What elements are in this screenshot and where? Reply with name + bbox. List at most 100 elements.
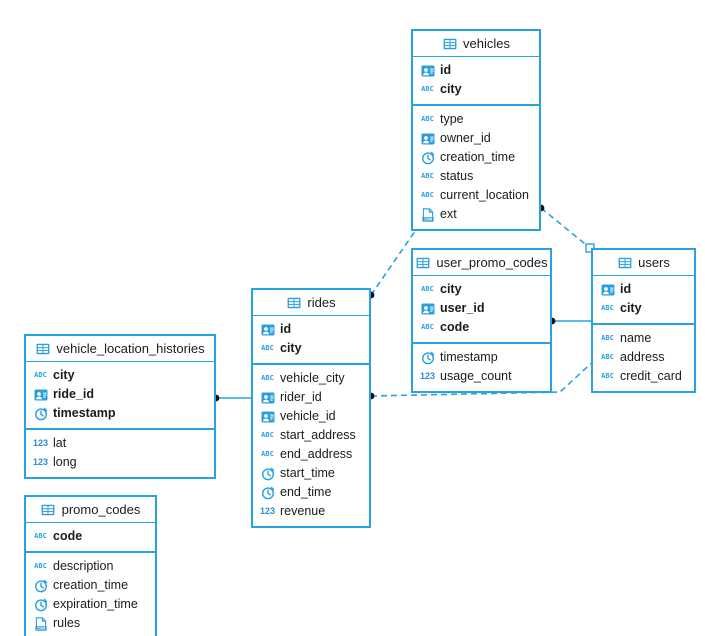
field-label: type <box>440 112 464 127</box>
entity-header[interactable]: vehicle_location_histories <box>26 336 214 362</box>
field-label: start_address <box>280 428 356 443</box>
entity-header[interactable]: vehicles <box>413 31 539 57</box>
field-label: city <box>280 341 302 356</box>
clock-icon <box>420 351 435 365</box>
field-label: id <box>280 322 292 337</box>
field-label: timestamp <box>53 406 116 421</box>
field-row[interactable]: id <box>253 320 369 339</box>
table-icon <box>41 503 56 517</box>
clock-icon <box>33 579 48 593</box>
field-label: address <box>620 350 665 365</box>
field-label: id <box>440 63 452 78</box>
field-row[interactable]: start_time <box>253 464 369 483</box>
field-row[interactable]: user_id <box>413 299 550 318</box>
abc-text-icon: ABC <box>34 371 47 379</box>
field-row[interactable]: rider_id <box>253 388 369 407</box>
field-row[interactable]: id <box>413 61 539 80</box>
field-row[interactable]: vehicle_id <box>253 407 369 426</box>
field-label: usage_count <box>440 369 512 384</box>
field-row[interactable]: ABC city <box>253 339 369 358</box>
rel-vehicle-location-histories-rides[interactable] <box>212 394 251 402</box>
field-label: code <box>440 320 470 335</box>
field-row[interactable]: ride_id <box>26 385 214 404</box>
abc-text-icon: ABC <box>261 450 274 458</box>
field-label: id <box>620 282 632 297</box>
field-label: ext <box>440 207 457 222</box>
field-row[interactable]: creation_time <box>413 148 539 167</box>
abc-text-icon: ABC <box>601 372 614 380</box>
rel-user-promo-codes-users[interactable] <box>548 317 591 325</box>
abc-text-icon: ABC <box>421 191 434 199</box>
entity-title: user_promo_codes <box>436 255 548 270</box>
entity-header[interactable]: users <box>593 250 694 276</box>
field-label: rider_id <box>280 390 322 405</box>
field-row[interactable]: ABC city <box>413 280 550 299</box>
field-row[interactable]: creation_time <box>26 576 155 595</box>
field-row[interactable]: ABC code <box>413 318 550 337</box>
clock-icon <box>260 467 275 481</box>
field-row[interactable]: expiration_time <box>26 595 155 614</box>
field-row[interactable]: timestamp <box>413 348 550 367</box>
clock-icon <box>33 407 48 421</box>
entity-header[interactable]: user_promo_codes <box>413 250 550 276</box>
table-icon <box>35 342 50 356</box>
abc-text-icon: ABC <box>421 323 434 331</box>
clock-icon <box>420 151 435 165</box>
abc-text-icon: ABC <box>34 532 47 540</box>
field-label: vehicle_city <box>280 371 345 386</box>
field-row[interactable]: end_time <box>253 483 369 502</box>
field-label: city <box>440 282 462 297</box>
field-row[interactable]: owner_id <box>413 129 539 148</box>
field-label: ride_id <box>53 387 94 402</box>
field-label: rules <box>53 616 81 631</box>
entity-header[interactable]: rides <box>253 290 369 316</box>
field-row[interactable]: timestamp <box>26 404 214 423</box>
rel-vehicles-users[interactable] <box>537 204 595 253</box>
entity-title: vehicle_location_histories <box>56 341 205 356</box>
entity-header[interactable]: promo_codes <box>26 497 155 523</box>
field-row[interactable]: id <box>593 280 694 299</box>
table-icon <box>442 37 457 51</box>
table-icon <box>415 256 430 270</box>
field-label: description <box>53 559 114 574</box>
abc-text-icon: ABC <box>261 344 274 352</box>
abc-text-icon: ABC <box>421 285 434 293</box>
abc-text-icon: ABC <box>601 304 614 312</box>
id-card-icon <box>260 323 275 337</box>
field-label: end_address <box>280 447 353 462</box>
field-row[interactable]: ABC end_address <box>253 445 369 464</box>
